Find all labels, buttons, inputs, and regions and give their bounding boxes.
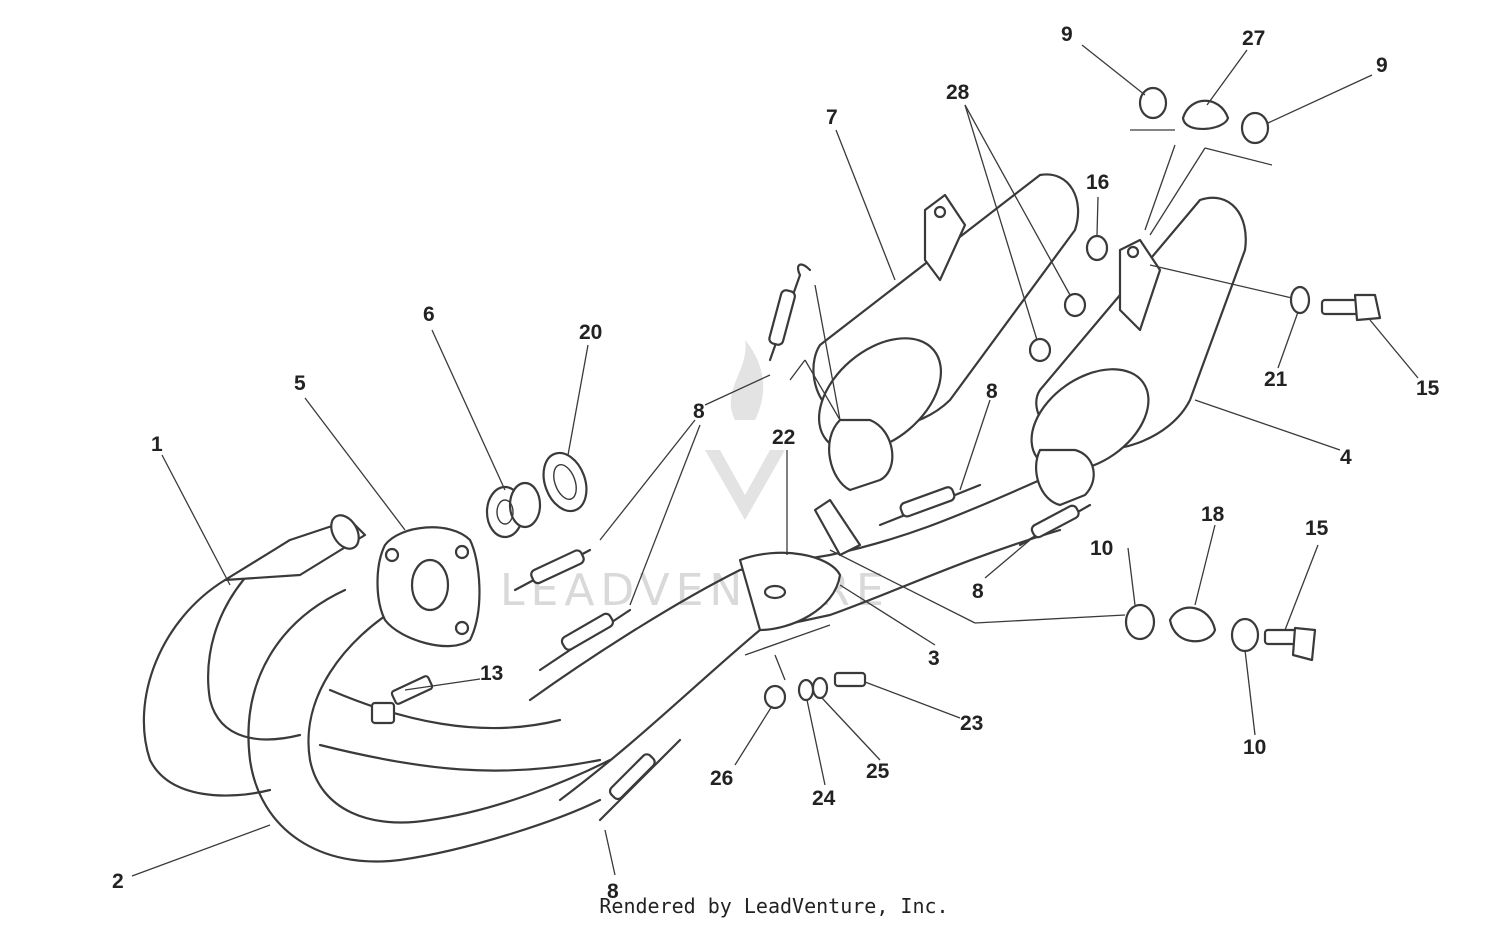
callout-3: 3 (928, 647, 940, 670)
callout-13: 13 (480, 662, 503, 685)
hardware-lower (763, 603, 1317, 710)
callout-24: 24 (812, 787, 836, 810)
callout-21: 21 (1264, 368, 1288, 391)
seal-20 (542, 451, 588, 513)
leader-lines (131, 44, 1419, 877)
callout-20: 20 (579, 321, 602, 344)
callout-9-left: 9 (1061, 23, 1073, 46)
render-credit: Rendered by LeadVenture, Inc. (599, 894, 949, 918)
bolt-13 (370, 675, 434, 725)
callout-15-lower: 15 (1305, 517, 1329, 540)
muffler-7 (812, 173, 1080, 492)
callout-4: 4 (1340, 446, 1352, 469)
callout-9-right: 9 (1376, 54, 1388, 77)
callout-8-right: 8 (972, 580, 984, 603)
header-pipe-1 (142, 514, 367, 797)
callouts: 1 2 3 4 5 6 7 8 8 8 8 9 9 10 10 13 15 15… (112, 23, 1440, 903)
callout-5: 5 (294, 372, 306, 395)
hardware-upper (1028, 86, 1382, 363)
callout-23: 23 (960, 712, 983, 735)
callout-28: 28 (946, 81, 970, 104)
muffler-4 (1030, 196, 1247, 507)
collector-pipe-3 (528, 478, 1062, 802)
callout-26: 26 (710, 767, 733, 790)
header-pipe-2 (247, 588, 612, 863)
callout-10-lower: 10 (1243, 736, 1266, 759)
callout-8-upper-right: 8 (986, 380, 998, 403)
callout-18: 18 (1201, 503, 1225, 526)
callout-16: 16 (1086, 171, 1109, 194)
springs-8 (513, 263, 1092, 822)
callout-7: 7 (826, 106, 838, 129)
callout-6: 6 (423, 303, 435, 326)
callout-8-left: 8 (693, 400, 705, 423)
callout-2: 2 (112, 870, 124, 893)
callout-25: 25 (866, 760, 890, 783)
callout-8-bottom: 8 (607, 880, 619, 903)
callout-15-upper: 15 (1416, 377, 1440, 400)
callout-22: 22 (772, 426, 795, 449)
callout-1: 1 (151, 433, 163, 456)
callout-10-upper: 10 (1090, 537, 1113, 560)
gasket-6 (485, 481, 542, 539)
flange-5 (376, 526, 481, 648)
callout-27: 27 (1242, 27, 1265, 50)
